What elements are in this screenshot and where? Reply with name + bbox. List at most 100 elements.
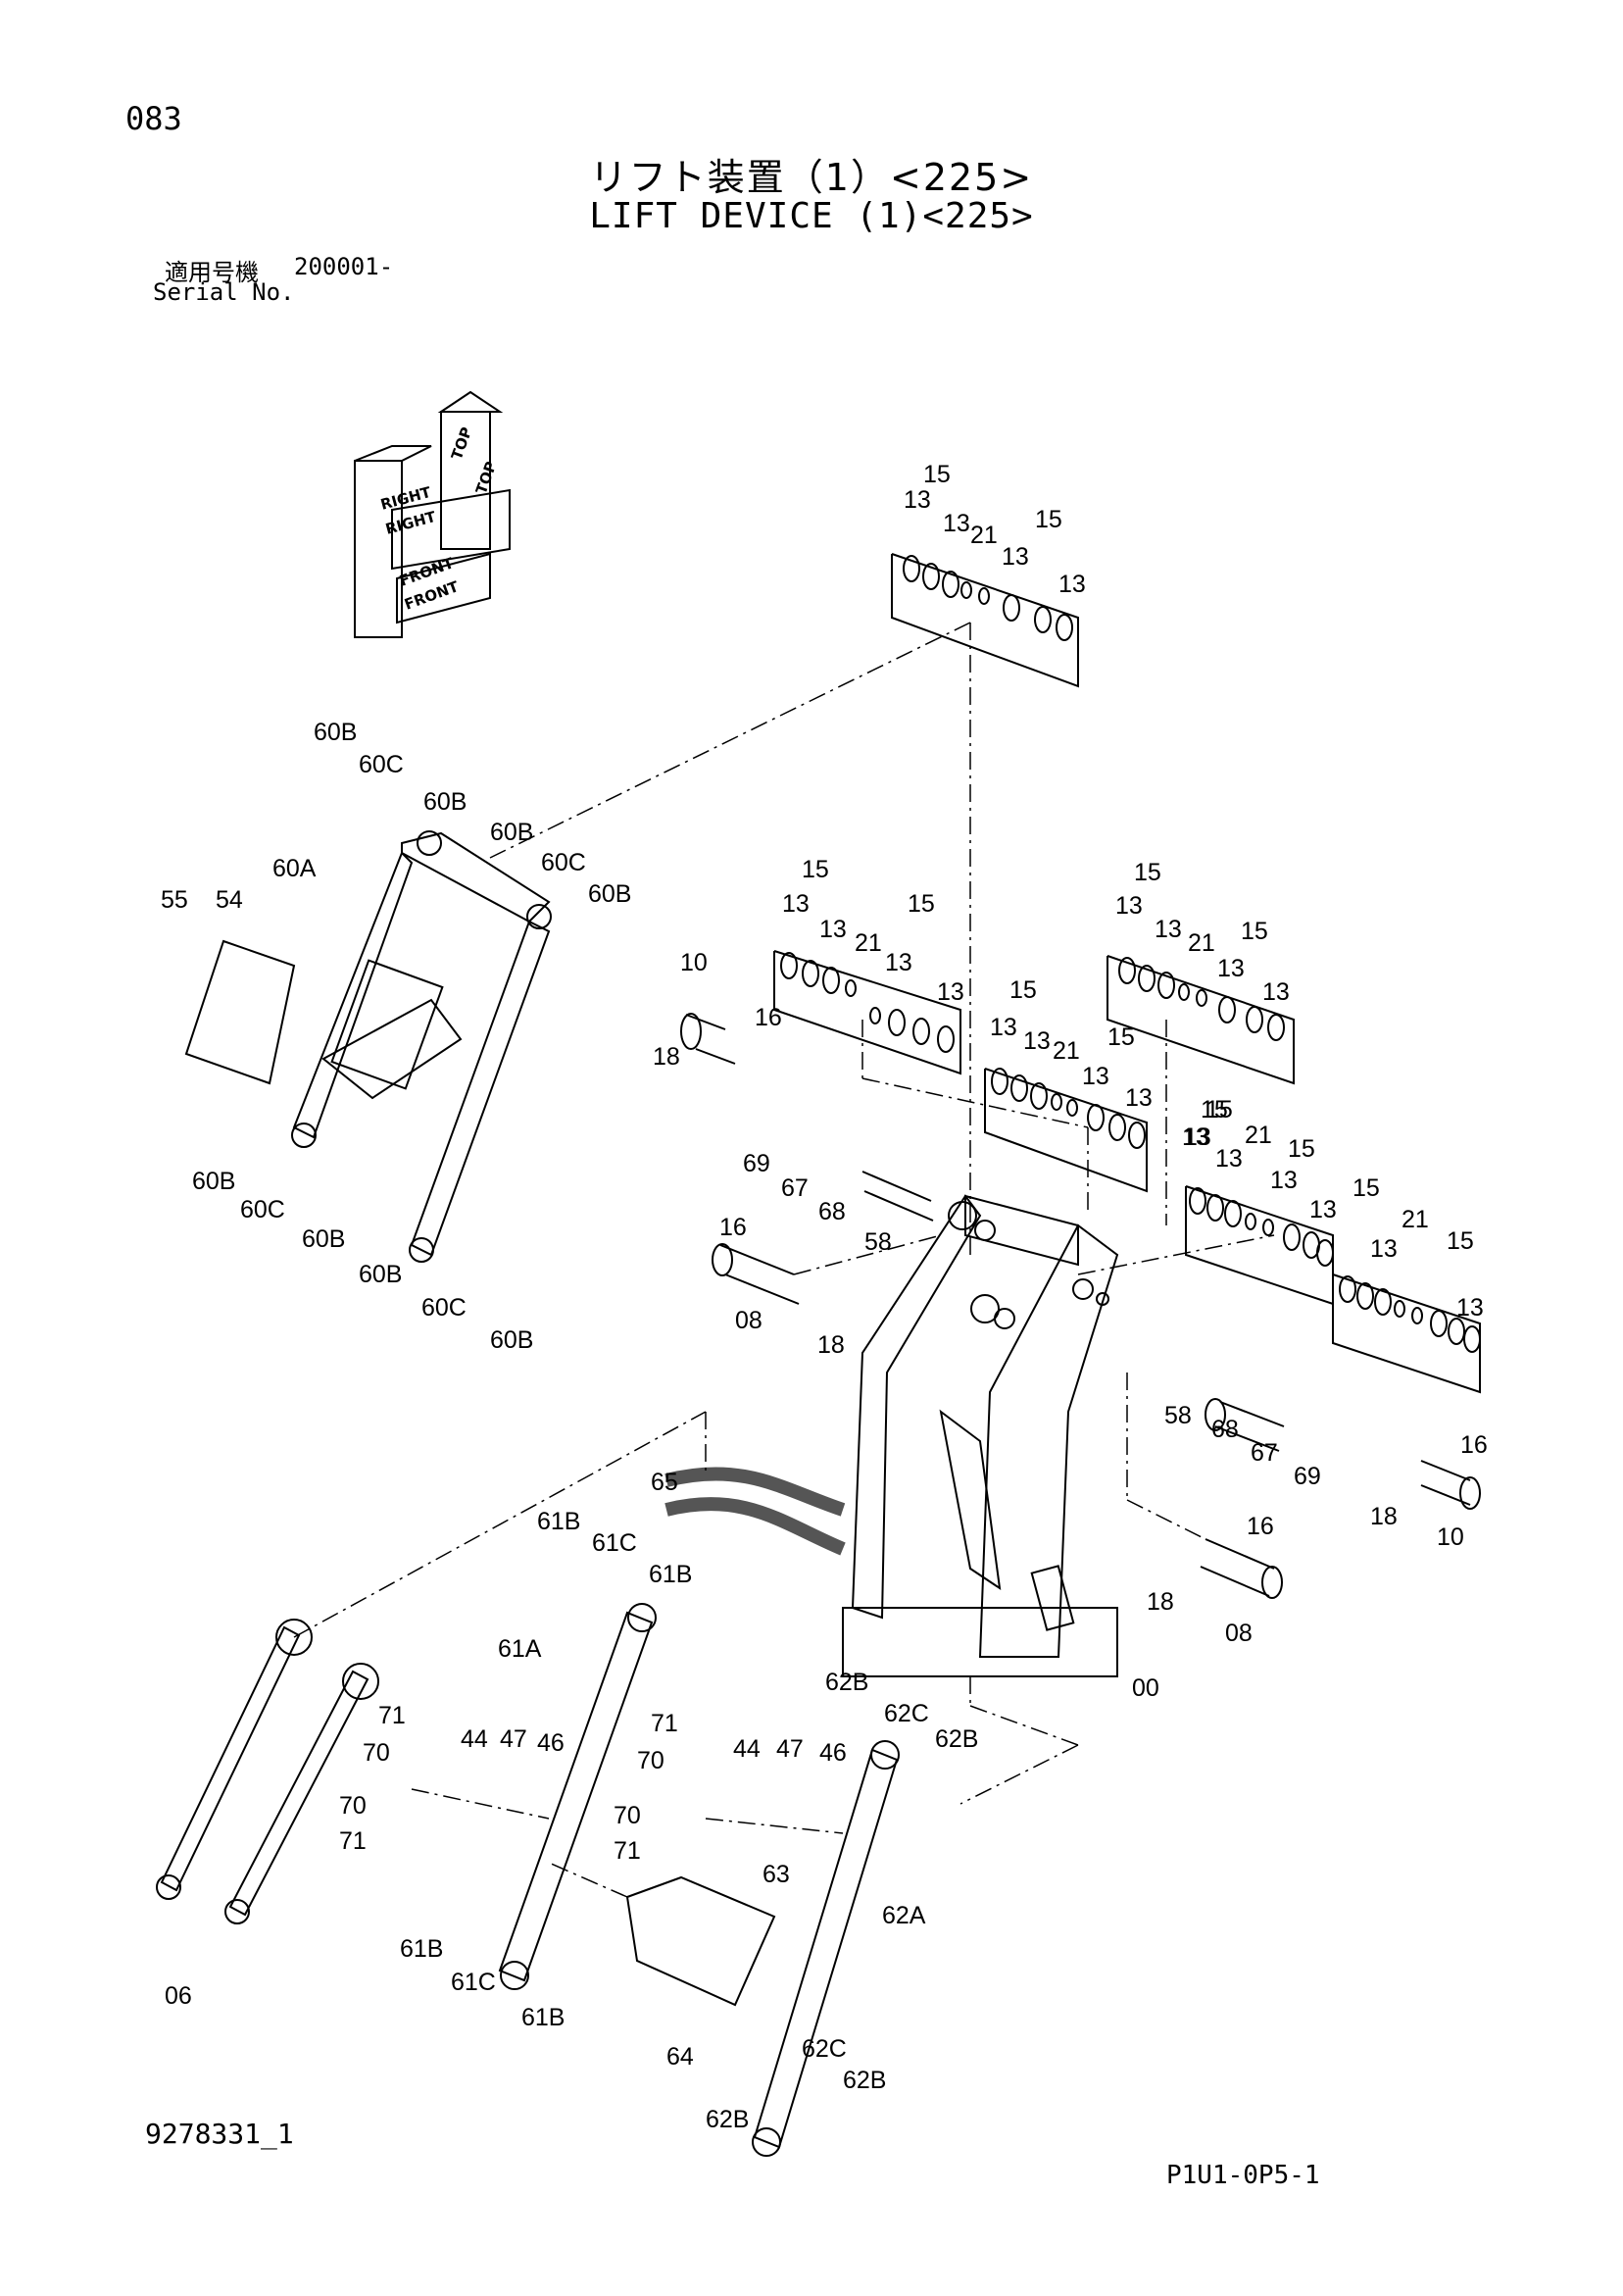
callout-62c: 62C (884, 1700, 929, 1727)
callout-68: 68 (818, 1198, 846, 1225)
callout-13: 13 (904, 486, 931, 514)
callout-60c: 60C (359, 751, 404, 778)
page-title-japanese: リフト装置（1）<225> (589, 156, 1034, 199)
callout-61a: 61A (498, 1635, 542, 1663)
callout-18: 18 (817, 1331, 845, 1359)
callout-15: 15 (1352, 1174, 1380, 1202)
washer-group-top (891, 553, 1079, 688)
callout-21: 21 (855, 929, 882, 957)
callout-71: 71 (651, 1710, 678, 1737)
callout-62c: 62C (802, 2035, 847, 2063)
callout-13: 13 (1058, 571, 1086, 598)
callout-68: 68 (1211, 1416, 1239, 1443)
callout-71: 71 (339, 1827, 367, 1855)
cover-plate-54 (184, 939, 296, 1085)
callout-65: 65 (651, 1469, 678, 1496)
callout-61b: 61B (521, 2004, 566, 2031)
callout-44: 44 (733, 1735, 761, 1763)
callout-15: 15 (1288, 1135, 1315, 1163)
callout-58: 58 (1164, 1402, 1192, 1429)
callout-61b: 61B (649, 1561, 693, 1588)
callout-08: 08 (1225, 1620, 1253, 1647)
callout-63: 63 (762, 1861, 790, 1888)
callout-08: 08 (735, 1307, 762, 1334)
callout-61b: 61B (400, 1935, 444, 1963)
callout-16: 16 (1247, 1513, 1274, 1540)
cover-plate-63 (625, 1875, 776, 2007)
callout-16: 16 (1460, 1431, 1488, 1459)
callout-10: 10 (1437, 1523, 1464, 1551)
callout-13: 13 (1125, 1084, 1153, 1112)
callout-13: 13 (1023, 1027, 1051, 1055)
washer-group-mid-left (773, 950, 961, 1075)
callout-13: 13 (1002, 543, 1029, 571)
callout-21: 21 (970, 522, 998, 549)
callout-60b: 60B (490, 1326, 534, 1354)
callout-15: 15 (1205, 1096, 1233, 1123)
orient-top-label-1: TOP (448, 424, 476, 462)
callout-13: 13 (1215, 1145, 1243, 1173)
washer-group-mid-center (984, 1068, 1148, 1193)
callout-13: 13 (1115, 892, 1143, 920)
cylinders-06 (156, 1619, 379, 1924)
callout-15: 15 (1201, 1096, 1228, 1123)
callout-00: 00 (1132, 1674, 1159, 1702)
page-title-english: LIFT DEVICE (1)<225> (589, 196, 1034, 236)
callout-67: 67 (781, 1174, 809, 1202)
callout-13: 13 (1182, 1123, 1209, 1151)
callout-13: 13 (1082, 1063, 1109, 1090)
callout-13: 13 (1456, 1294, 1484, 1322)
orientation-indicator: TOP TOP RIGHT RIGHT FRONT FRONT (354, 390, 511, 638)
serial-label-japanese: 適用号機 (165, 259, 259, 286)
callout-18: 18 (1370, 1503, 1398, 1530)
callout-15: 15 (1134, 859, 1161, 886)
callout-13: 13 (782, 890, 810, 918)
callout-15: 15 (908, 890, 935, 918)
callout-58: 58 (864, 1228, 892, 1256)
callout-71: 71 (378, 1702, 406, 1729)
callout-61c: 61C (592, 1529, 637, 1557)
callout-15: 15 (802, 856, 829, 883)
drawing-number: 9278331_1 (145, 2118, 294, 2150)
callout-61b: 61B (537, 1508, 581, 1535)
callout-15: 15 (1035, 506, 1062, 533)
callout-70: 70 (637, 1747, 664, 1774)
callout-60b: 60B (588, 880, 632, 908)
serial-number-range: 200001- (294, 253, 394, 280)
callout-46: 46 (537, 1729, 565, 1757)
callout-13: 13 (1155, 916, 1182, 943)
callout-60b: 60B (490, 819, 534, 846)
callout-60b: 60B (314, 719, 358, 746)
callout-21: 21 (1402, 1206, 1429, 1233)
callout-15: 15 (923, 461, 951, 488)
callout-60b: 60B (192, 1168, 236, 1195)
callout-13: 13 (1270, 1167, 1298, 1194)
callout-60b: 60B (302, 1225, 346, 1253)
frame-60a (291, 830, 552, 1263)
callout-62b: 62B (706, 2106, 750, 2133)
hoses-65 (664, 1467, 846, 1556)
callout-67: 67 (1251, 1439, 1278, 1467)
callout-13: 13 (1309, 1196, 1337, 1223)
pins (680, 1013, 1481, 1599)
callout-21: 21 (1188, 929, 1215, 957)
callout-70: 70 (614, 1802, 641, 1829)
callout-60c: 60C (240, 1196, 285, 1223)
callout-13: 13 (1217, 955, 1245, 982)
callout-60c: 60C (541, 849, 586, 876)
arm-62a (752, 1740, 900, 2157)
callout-15: 15 (1107, 1023, 1135, 1051)
callout-18: 18 (1147, 1588, 1174, 1616)
callout-61c: 61C (451, 1969, 496, 1996)
callout-18: 18 (653, 1043, 680, 1071)
page-number: 083 (125, 100, 182, 137)
callout-13: 13 (1370, 1235, 1398, 1263)
callout-70: 70 (339, 1792, 367, 1820)
callout-13: 13 (1184, 1123, 1211, 1151)
callout-21: 21 (1053, 1037, 1080, 1065)
callout-47: 47 (500, 1725, 527, 1753)
callout-46: 46 (819, 1739, 847, 1767)
leader-lines (293, 622, 1275, 1898)
washer-group-right-lower (1332, 1273, 1481, 1394)
